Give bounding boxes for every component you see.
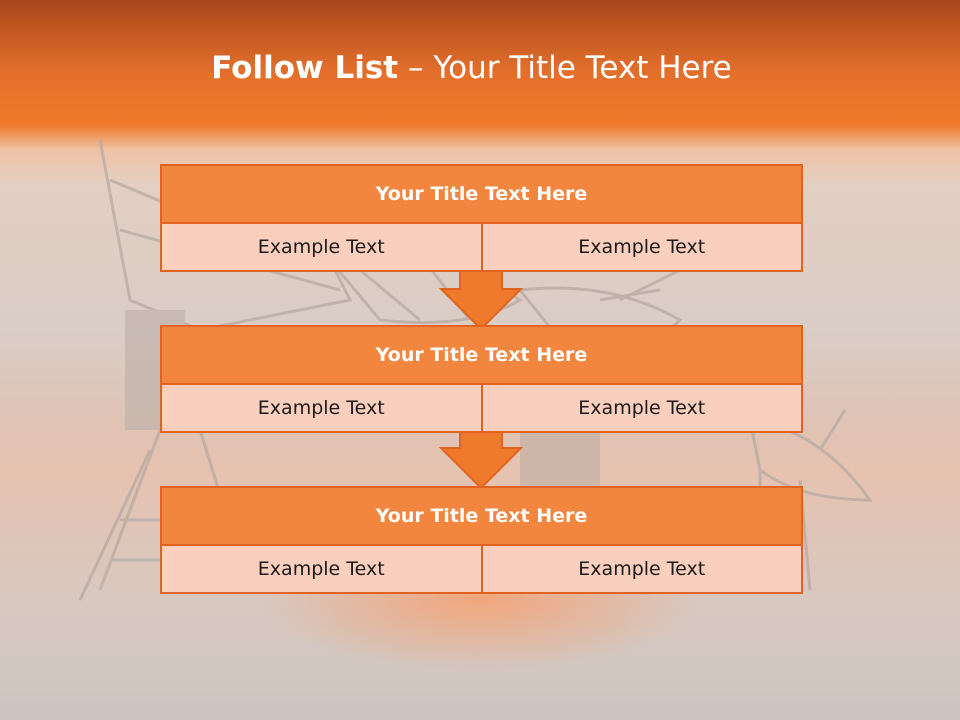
block-title: Your Title Text Here: [162, 488, 801, 546]
block-cell-left: Example Text: [162, 385, 481, 431]
list-block-1: Your Title Text Here Example Text Exampl…: [160, 164, 803, 272]
block-cell-right: Example Text: [480, 224, 801, 270]
list-block-2: Your Title Text Here Example Text Exampl…: [160, 325, 803, 433]
slide-title-rest: – Your Title Text Here: [398, 50, 732, 86]
block-title: Your Title Text Here: [162, 166, 801, 224]
block-row: Example Text Example Text: [162, 385, 801, 431]
list-block-3: Your Title Text Here Example Text Exampl…: [160, 486, 803, 594]
block-row: Example Text Example Text: [162, 546, 801, 592]
block-cell-left: Example Text: [162, 224, 481, 270]
slide-title: Follow List – Your Title Text Here: [0, 50, 943, 86]
down-arrow-icon: [439, 428, 523, 490]
block-cell-right: Example Text: [480, 546, 801, 592]
block-cell-left: Example Text: [162, 546, 481, 592]
block-title: Your Title Text Here: [162, 327, 801, 385]
block-row: Example Text Example Text: [162, 224, 801, 270]
slide-title-bold: Follow List: [211, 50, 399, 86]
down-arrow-icon: [439, 269, 523, 331]
block-cell-right: Example Text: [480, 385, 801, 431]
